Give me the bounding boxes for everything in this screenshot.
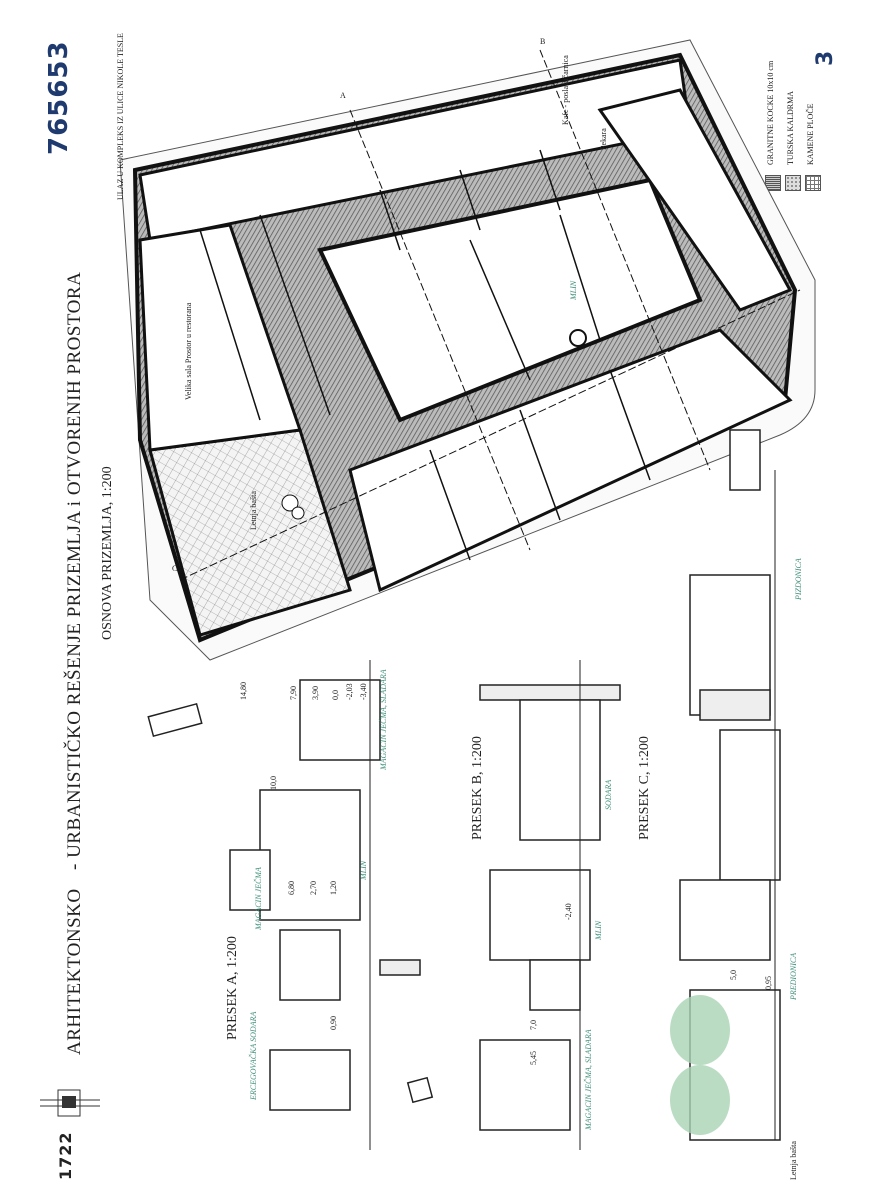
legend-swatch-cobble bbox=[785, 175, 801, 191]
elevation-mark: -3,40 bbox=[359, 683, 368, 700]
logo-icon bbox=[40, 1089, 100, 1117]
section-a-label: MAGACIN JEČMA bbox=[254, 867, 263, 930]
section-c-bottom-label: Letnja bašta bbox=[789, 1141, 798, 1180]
section-a-label: MAGACIN JEČMA, SLADARA bbox=[379, 669, 388, 770]
mill-well bbox=[569, 329, 587, 347]
section-b-title: PRESEK B, 1:200 bbox=[470, 736, 485, 840]
elevation-mark: 5,45 bbox=[529, 1051, 538, 1065]
elevation-mark: -2,40 bbox=[564, 903, 573, 920]
elevation-mark: 7,90 bbox=[289, 686, 298, 700]
section-b-label: MAGACIN JEČMA, SLADARA bbox=[584, 1029, 593, 1130]
elevation-mark: 6,80 bbox=[287, 881, 296, 895]
elevation-mark: 5,0 bbox=[729, 970, 738, 980]
section-a bbox=[147, 660, 381, 1150]
elevation-mark: 14,80 bbox=[239, 682, 248, 700]
interior-walls bbox=[199, 149, 651, 561]
elevation-mark: 0,95 bbox=[764, 976, 773, 990]
elevation-mark: 3,90 bbox=[311, 686, 320, 700]
section-c-title: PRESEK C, 1:200 bbox=[637, 736, 652, 840]
tree bbox=[670, 1065, 730, 1135]
legend-swatch-stone bbox=[805, 175, 821, 191]
elevation-mark: 2,70 bbox=[309, 881, 318, 895]
section-b bbox=[379, 660, 621, 1150]
tree bbox=[670, 995, 730, 1065]
fountain bbox=[291, 506, 305, 520]
section-b-label: SODARA bbox=[604, 779, 613, 810]
section-a-label: MLIN bbox=[359, 860, 368, 880]
fountain bbox=[281, 494, 299, 512]
building-south bbox=[348, 328, 793, 593]
section-a-title: PRESEK A, 1:200 bbox=[225, 936, 240, 1040]
section-a-label: ERCEGOVAČKA SODARA bbox=[249, 1011, 258, 1100]
elevation-mark: -2,03 bbox=[345, 683, 354, 700]
section-b-label: MLIN bbox=[594, 920, 603, 940]
elevation-mark: 7,0 bbox=[529, 1020, 538, 1030]
section-line-c bbox=[179, 289, 801, 581]
section-marker-c: C bbox=[172, 564, 178, 573]
building-center bbox=[317, 177, 703, 423]
logo: 1722 bbox=[40, 1070, 100, 1180]
section-marker-a: A bbox=[340, 91, 346, 100]
elevation-mark: 0,90 bbox=[329, 1016, 338, 1030]
elevation-mark: 0,0 bbox=[331, 690, 340, 700]
building-east bbox=[597, 88, 793, 312]
legend-swatch-granite bbox=[765, 175, 781, 191]
section-line-a bbox=[349, 109, 531, 551]
elevation-mark: 10,0 bbox=[269, 776, 278, 790]
section-line-b bbox=[539, 49, 711, 471]
section-c-label: PREDIONICA bbox=[789, 952, 798, 1000]
section-c-label: PIZDONICA bbox=[794, 558, 803, 600]
elevation-mark: 1,20 bbox=[329, 881, 338, 895]
section-marker-b: B bbox=[540, 37, 546, 46]
